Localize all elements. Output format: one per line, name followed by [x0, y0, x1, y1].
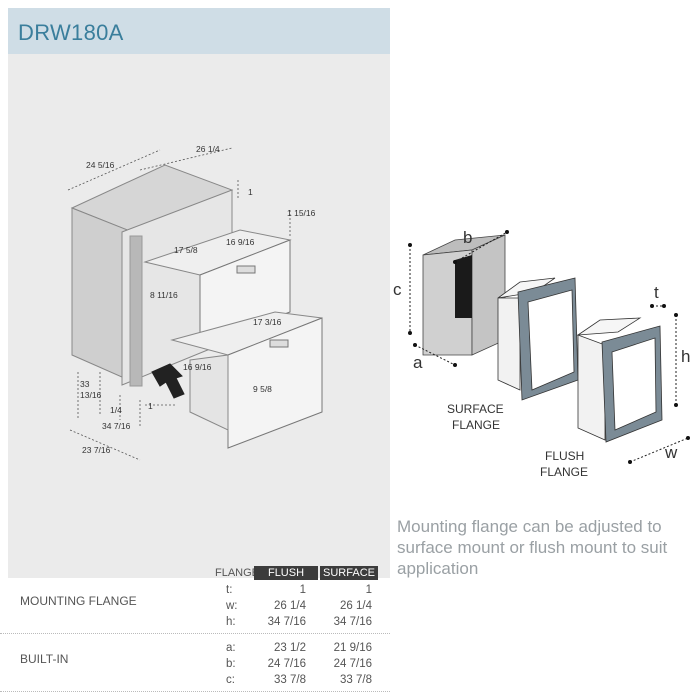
spec-table: FLANGE FLUSH SURFACE MOUNTING FLANGE t: … — [0, 560, 390, 700]
label-b: b — [463, 228, 472, 247]
dimension-drawing: 26 1/4 24 5/16 1 1 15/16 17 5/8 16 9/16 … — [67, 144, 690, 479]
page-title: DRW180A — [18, 20, 124, 45]
dim-label: 9 5/8 — [253, 384, 272, 394]
appliance-illustration — [70, 164, 323, 449]
label-w: w — [664, 443, 678, 462]
label-a: a — [413, 353, 423, 372]
divider — [0, 633, 390, 634]
divider — [0, 691, 390, 692]
cell-flush: 34 7/16 — [267, 616, 306, 628]
flush-flange-caption: FLANGE — [540, 465, 588, 479]
cell-surface: 26 1/4 — [340, 600, 372, 612]
section-label-mounting: MOUNTING FLANGE — [20, 594, 137, 608]
dim-label: 17 5/8 — [174, 245, 198, 255]
dim-label: 16 9/16 — [183, 362, 212, 372]
header-bar — [8, 8, 390, 54]
dim-label: 24 5/16 — [86, 160, 115, 170]
label-h: h — [681, 347, 690, 366]
mounting-note: Mounting flange can be adjusted to surfa… — [397, 517, 668, 578]
cell-flush: 1 — [299, 584, 306, 596]
dim-label: 1 15/16 — [287, 208, 316, 218]
cell-flush: 33 7/8 — [274, 674, 306, 686]
surface-flange-caption: SURFACE — [447, 402, 504, 416]
dim-label: 8 11/16 — [150, 290, 178, 300]
dimension-labels: 26 1/4 24 5/16 1 1 15/16 17 5/8 16 9/16 … — [80, 144, 316, 455]
column-header-flush: FLUSH — [254, 566, 318, 580]
row-key: c: — [226, 674, 235, 686]
dim-label: 16 9/16 — [226, 237, 255, 247]
row-key: t: — [226, 584, 233, 596]
surface-flange-caption: FLANGE — [452, 418, 500, 432]
label-t: t — [654, 283, 659, 302]
dim-label: 1 — [148, 401, 153, 411]
row-key: w: — [226, 600, 238, 612]
flush-flange-caption: FLUSH — [545, 449, 584, 463]
row-key: h: — [226, 616, 236, 628]
cell-flush: 26 1/4 — [274, 600, 306, 612]
cell-flush: 24 7/16 — [267, 658, 306, 670]
dim-label: 13/16 — [80, 390, 102, 400]
cell-surface: 21 9/16 — [333, 642, 372, 654]
flange-header-label: FLANGE — [215, 567, 260, 579]
dimension-lines — [67, 147, 291, 461]
dim-label: 23 7/16 — [82, 445, 111, 455]
dim-label: 34 7/16 — [102, 421, 131, 431]
dim-label: 26 1/4 — [196, 144, 220, 154]
flange-diagram: c b a SURFACE FLANGE t h w FLUSH FLANGE — [393, 228, 690, 479]
dim-label: 33 — [80, 379, 90, 389]
row-key: b: — [226, 658, 236, 670]
dim-label: 1/4 — [110, 405, 122, 415]
dim-label: 17 3/16 — [253, 317, 282, 327]
cell-surface: 24 7/16 — [333, 658, 372, 670]
row-key: a: — [226, 642, 236, 654]
cell-flush: 23 1/2 — [274, 642, 306, 654]
cell-surface: 33 7/8 — [340, 674, 372, 686]
section-label-builtin: BUILT-IN — [20, 652, 69, 666]
column-header-surface: SURFACE — [320, 566, 378, 580]
label-c: c — [393, 280, 402, 299]
cell-surface: 34 7/16 — [333, 616, 372, 628]
dim-label: 1 — [248, 187, 253, 197]
cell-surface: 1 — [365, 584, 372, 596]
